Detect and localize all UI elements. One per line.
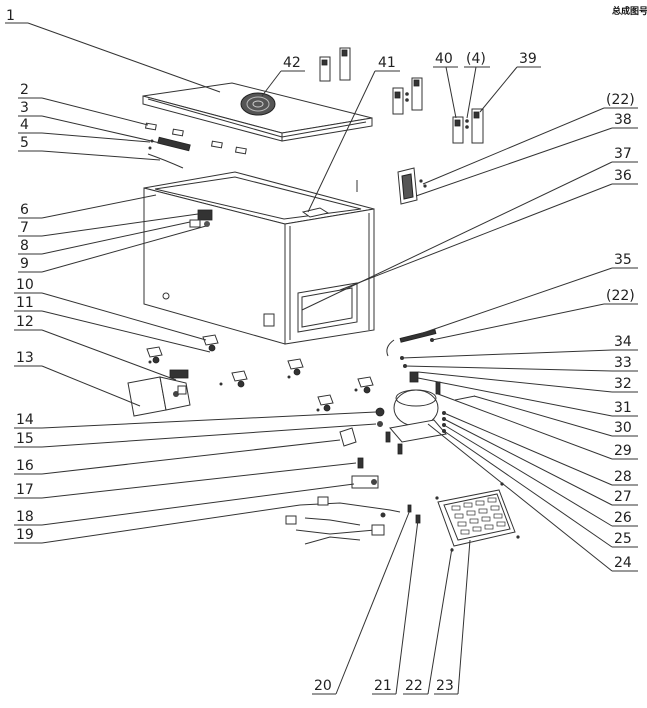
callout-6: 6 — [20, 202, 29, 218]
callout-9: 9 — [20, 256, 29, 272]
callout-labels: 1 2 3 4 5 6 7 8 9 10 11 12 13 14 15 16 1… — [5, 8, 638, 695]
callout-40: 40 — [435, 51, 453, 67]
callout-23: 23 — [436, 678, 454, 694]
callout-20: 20 — [314, 678, 332, 694]
callout-2: 2 — [20, 82, 29, 98]
callout-4b: (4) — [466, 51, 486, 67]
callout-41: 41 — [378, 55, 396, 71]
compressor-assembly — [386, 329, 476, 443]
callout-17: 17 — [16, 482, 34, 498]
callout-3: 3 — [20, 100, 29, 116]
callout-21: 21 — [374, 678, 392, 694]
freezer-cabinet — [143, 171, 375, 345]
lid-gasket-pads — [144, 122, 247, 169]
callout-22c: (22) — [606, 92, 635, 108]
callout-38: 38 — [614, 112, 632, 128]
control-box-and-cover-plate — [127, 369, 191, 417]
callout-11: 11 — [16, 295, 34, 311]
handle-recess-38 — [397, 167, 427, 205]
callout-30: 30 — [614, 420, 632, 436]
callout-15: 15 — [16, 431, 34, 447]
callout-37: 37 — [614, 146, 632, 162]
callout-25: 25 — [614, 531, 632, 547]
callout-35: 35 — [614, 252, 632, 268]
relay-and-wiring-harness — [285, 475, 401, 545]
callout-8: 8 — [20, 238, 29, 254]
callout-14: 14 — [16, 412, 34, 428]
lid-hinge-cover-42 — [240, 92, 276, 116]
thermostat-knob-assembly — [189, 209, 213, 228]
callout-19: 19 — [16, 527, 34, 543]
callout-29: 29 — [614, 443, 632, 459]
callout-26: 26 — [614, 510, 632, 526]
callout-7: 7 — [20, 220, 29, 236]
callout-31: 31 — [614, 400, 632, 416]
caster-feet — [146, 334, 374, 412]
callout-42: 42 — [283, 55, 301, 71]
callout-13: 13 — [16, 350, 34, 366]
callout-22: 22 — [405, 678, 423, 694]
hinge-set-39-40 — [452, 108, 484, 144]
callout-16: 16 — [16, 458, 34, 474]
callout-39: 39 — [519, 51, 537, 67]
assembly-drawing-number-label: 总成图号: — [612, 5, 647, 17]
callout-32: 32 — [614, 376, 632, 392]
callout-5: 5 — [20, 135, 29, 151]
callout-4: 4 — [20, 117, 29, 133]
vent-grille — [435, 482, 520, 552]
callout-1: 1 — [6, 8, 15, 24]
callout-27: 27 — [614, 489, 632, 505]
callout-36: 36 — [614, 168, 632, 184]
callout-18: 18 — [16, 509, 34, 525]
callout-33: 33 — [614, 355, 632, 371]
callout-10: 10 — [16, 277, 34, 293]
callout-22b: (22) — [606, 288, 635, 304]
callout-12: 12 — [16, 314, 34, 330]
callout-28: 28 — [614, 469, 632, 485]
small-fasteners-left — [339, 407, 403, 469]
hinge-set-middle — [392, 77, 423, 115]
hinge-set-top — [319, 47, 351, 82]
callout-24: 24 — [614, 555, 632, 571]
callout-34: 34 — [614, 334, 632, 350]
